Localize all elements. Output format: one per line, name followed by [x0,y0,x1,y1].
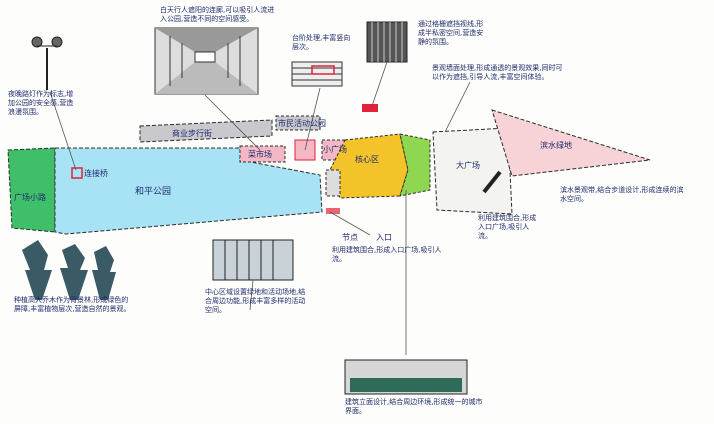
label-market-2: 小广场 [323,145,347,154]
stairs-sketch [291,61,343,87]
zone-wedge [491,109,651,177]
grille-sketch [366,21,408,63]
note-fence: 景观墙面处理,形成通透的景观效果,同时可以作为遮挡,引导人流,丰富空间体验。 [432,64,563,81]
label-node-a: 节点 [342,233,358,242]
label-node-b: 入口 [376,233,392,242]
note-stairs: 台阶处理,丰富竖向层次。 [292,34,351,51]
note-corridor: 白天行人遮阳的连廊,可以吸引人流进入公园,营造不同的空间感受。 [160,6,275,23]
label-wedge: 滨水绿地 [540,141,572,150]
corridor-sketch [154,27,259,95]
label-vertical-park: 市民活动公园 [278,119,326,128]
label-bridge: 连接桥 [84,169,108,178]
zone-west-green [7,147,56,233]
fence-sketch [212,239,294,281]
trees-sketch [22,240,116,300]
zone-core-green [399,133,431,197]
label-peace-park: 和平公园 [135,187,172,197]
label-west-green: 广场小路 [14,193,46,202]
note-bottom: 建筑立面设计,结合周边环境,形成统一的城市界面。 [345,398,483,415]
label-plaza: 大广场 [456,161,480,170]
street-lamp-sketch [31,36,63,90]
note-screen: 通过格栅遮挡视线,形成半私密空间,营造安静的氛围。 [418,20,484,46]
zone-plaza [432,127,513,215]
label-core: 核心区 [355,155,379,164]
site-plan-zones [7,104,651,235]
zone-core-strip [325,169,341,197]
note-wedge: 滨水景观带,结合步道设计,形成连续的滨水空间。 [560,186,684,203]
note-center: 中心区域设置绿地和活动场地,结合周边功能,形成丰富多样的活动空间。 [205,288,306,314]
zone-market [239,145,286,163]
label-market: 菜市场 [248,150,272,159]
building-elevation-sketch [344,359,468,395]
note-lamp: 夜晚路灯作为标志,增加公园的安全感,营造浪漫氛围。 [8,90,74,116]
note-plaza: 利用建筑围合,形成入口广场,吸引人流。 [478,214,537,240]
note-trees: 种植高大乔木作为背景林,形成绿色的屏障,丰富植物层次,营造自然的景观。 [14,296,131,313]
note-plaza-detail: 利用建筑围合,形成入口广场,吸引人流。 [332,246,442,263]
zone-vertical-park [275,115,321,131]
zone-shopping-street [139,119,273,143]
label-shopping-street: 商业步行街 [172,129,212,138]
leader-lines [49,61,471,355]
